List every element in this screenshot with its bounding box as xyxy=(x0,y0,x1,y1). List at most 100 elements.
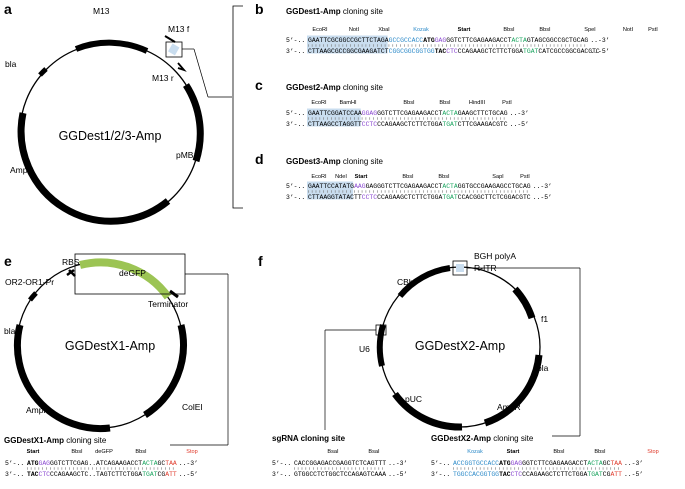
cloning-site-marker-f xyxy=(456,264,464,272)
ampr-feature-e xyxy=(13,324,111,433)
bla-promoter-feature xyxy=(38,67,48,77)
label-f1: f1 xyxy=(541,314,548,324)
seq-segment: GGTCTTCGAGAAGACCT xyxy=(522,460,587,467)
site-label: SapI xyxy=(492,174,504,180)
seq-segment: CTC xyxy=(39,471,51,478)
terminator-marker xyxy=(169,289,179,299)
site-label: deGFP xyxy=(95,449,113,455)
site-highlight xyxy=(307,35,388,54)
seq-segment: CG xyxy=(603,471,611,478)
m13-feature xyxy=(74,39,149,54)
seq-suffix: ..-3’ xyxy=(624,460,643,467)
panel-letter-e: e xyxy=(4,253,12,269)
title-f: GGDestX2-Amp cloning site xyxy=(431,434,534,443)
seq-suffix: ..-3’ xyxy=(510,110,529,117)
seq-segment: CCACGGCTTCTCGGACGTC xyxy=(458,194,531,201)
site-label: EcoRI xyxy=(311,174,327,180)
label-m13: M13 xyxy=(93,6,110,16)
label-bgh: BGH polyA xyxy=(474,251,516,261)
seq-segment: ACCGGTGCCACC xyxy=(453,460,499,467)
site-label: Stop xyxy=(186,449,198,455)
seq-segment: TGGCCACGGTGG xyxy=(453,471,499,478)
label-m13f: M13 f xyxy=(168,24,190,34)
seq-segment: GC xyxy=(603,460,611,467)
label-pmb1: pMB1 xyxy=(176,150,198,160)
site-label: Start xyxy=(458,27,471,33)
seq-segment: GTAGCGGCCGCTGCAG xyxy=(527,37,589,44)
seq-segment: ATT xyxy=(610,471,622,478)
seq-segment: CCAGAAGCTCTTCTGGA xyxy=(522,471,587,478)
site-label: XbaI xyxy=(378,27,390,33)
m13f-arrow xyxy=(164,35,176,43)
panel-letter-d: d xyxy=(255,151,264,167)
site-label: Start xyxy=(355,174,368,180)
seq-segment: TGAT xyxy=(587,471,603,478)
label-cbh: CBh xyxy=(397,277,414,287)
seq-segment: GAG xyxy=(435,37,447,44)
site-highlight xyxy=(307,181,354,200)
seq-suffix: ..-3’ xyxy=(179,460,198,467)
sg-prefix: 5’-.. xyxy=(272,460,291,467)
site-label: NotI xyxy=(349,27,360,33)
site-label: Stop xyxy=(647,449,659,455)
seq-segment: CCTC xyxy=(362,194,378,201)
seq-segment: CTC xyxy=(511,471,523,478)
seq-segment: ACTA xyxy=(587,460,603,467)
seq-segment: TGAT xyxy=(523,48,539,55)
seq-segment: TGAT xyxy=(442,121,458,128)
site-label: BbsI xyxy=(594,449,606,455)
seq-suffix: ..-5’ xyxy=(179,471,198,478)
seq-segment: CTC xyxy=(446,48,458,55)
plasmid-name-f: GGDestX2-Amp xyxy=(415,339,505,353)
seq-segment: TAC xyxy=(435,48,447,55)
seq-segment: TAC xyxy=(27,471,39,478)
site-highlight xyxy=(307,108,361,127)
site-label: HindIII xyxy=(469,100,486,106)
seq-segment: CCTC xyxy=(362,121,378,128)
seq-segment: ACTA xyxy=(512,37,528,44)
seq-suffix: ..-5’ xyxy=(533,194,552,201)
site-label: BbsI xyxy=(439,100,451,106)
site-label: PstI xyxy=(520,174,530,180)
label-ritr: R-ITR xyxy=(474,263,497,273)
seq-segment: CTTAAGCCTAGGTT xyxy=(308,121,362,128)
site-label: BamHI xyxy=(339,100,357,106)
label-bla-e: bla xyxy=(4,326,16,336)
seq-segment: TAA xyxy=(165,460,177,467)
site-label: BbsI xyxy=(402,174,414,180)
label-rbs: RBS xyxy=(62,257,80,267)
seq-segment: CTTAAGGTATACTT xyxy=(308,194,362,201)
connector-a2 xyxy=(193,48,209,98)
site-label: BbsI xyxy=(403,100,415,106)
seq-segment: GAATTCCATATG xyxy=(308,183,354,190)
plasmid-name-a: GGDest1/2/3-Amp xyxy=(59,129,162,143)
site-label: BbsI xyxy=(553,449,565,455)
puc-feature xyxy=(392,391,463,431)
site-label: NotI xyxy=(623,27,634,33)
site-label: BbsI xyxy=(438,174,450,180)
seq-segment: CG xyxy=(158,471,166,478)
seq-segment: ATT xyxy=(165,471,177,478)
seq-segment: ATG xyxy=(27,460,39,467)
colei-feature xyxy=(143,324,187,418)
site-label: Kozak xyxy=(413,27,429,33)
site-label: EcoRI xyxy=(311,100,327,106)
seq-prefix: 5’-.. xyxy=(286,110,305,117)
site-label: BsaI xyxy=(368,449,380,455)
seq-segment: TGAT xyxy=(442,194,458,201)
seq-prefix: 5’-.. xyxy=(286,183,305,190)
seq-prefix: 3’-.. xyxy=(286,48,305,55)
u6-feature xyxy=(376,324,386,367)
label-m13r: M13 r xyxy=(152,73,174,83)
title-d: GGDest3-Amp cloning site xyxy=(286,157,383,166)
seq-suffix: ..-5’ xyxy=(590,48,609,55)
